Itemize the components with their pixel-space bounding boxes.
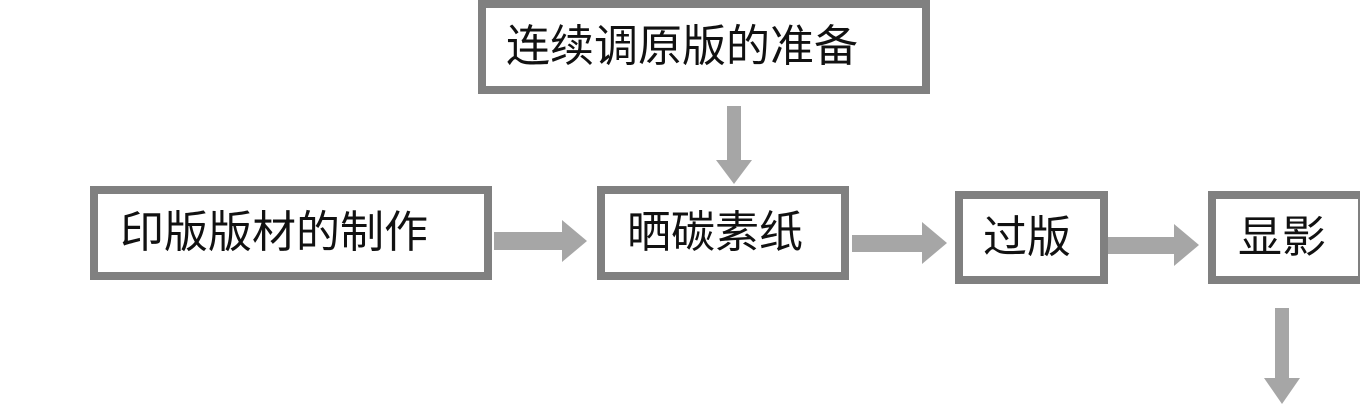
node-prep-label: 连续调原版的准备 bbox=[506, 21, 858, 72]
node-carbon-paper: 晒碳素纸 bbox=[597, 186, 849, 280]
node-transfer-label: 过版 bbox=[983, 211, 1071, 263]
arrow-transfer-to-develop bbox=[1108, 224, 1199, 266]
node-plate-material-label: 印版版材的制作 bbox=[120, 207, 428, 258]
arrow-develop-down bbox=[1264, 308, 1300, 404]
arrow-material-to-carbon bbox=[494, 220, 587, 262]
node-prep: 连续调原版的准备 bbox=[478, 0, 930, 94]
node-develop-label: 显影 bbox=[1238, 211, 1326, 263]
node-develop: 显影 bbox=[1208, 191, 1360, 284]
node-plate-material: 印版版材的制作 bbox=[90, 186, 492, 280]
arrow-prep-to-carbon bbox=[716, 106, 752, 184]
node-carbon-paper-label: 晒碳素纸 bbox=[627, 207, 803, 258]
arrow-carbon-to-transfer bbox=[852, 222, 947, 264]
node-transfer: 过版 bbox=[955, 191, 1108, 284]
